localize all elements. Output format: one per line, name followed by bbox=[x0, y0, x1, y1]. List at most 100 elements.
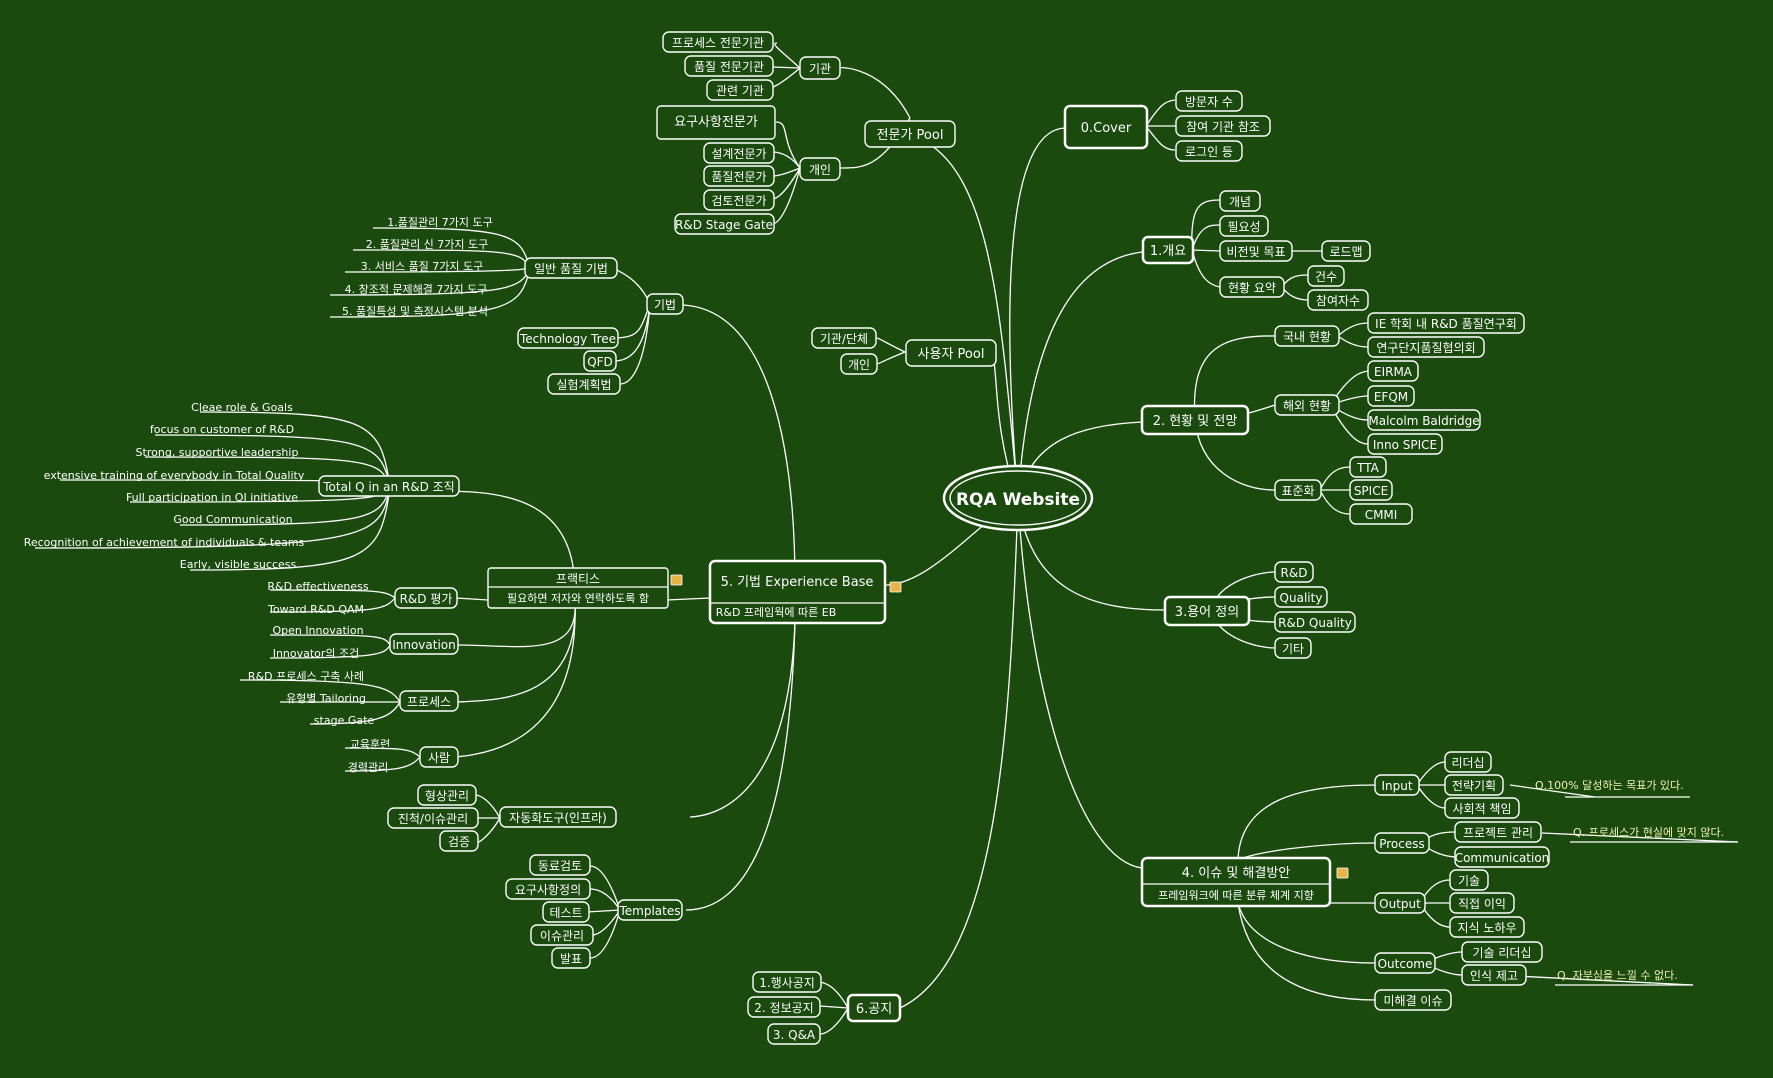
node-box[interactable] bbox=[708, 559, 887, 625]
node-box[interactable] bbox=[1219, 190, 1261, 212]
node-box[interactable] bbox=[517, 327, 619, 349]
node-box[interactable] bbox=[703, 189, 775, 211]
node-box[interactable] bbox=[1444, 751, 1492, 773]
node-box[interactable] bbox=[1449, 916, 1525, 938]
node-box[interactable] bbox=[1349, 479, 1393, 501]
node-box[interactable] bbox=[394, 587, 458, 609]
node-box[interactable] bbox=[1367, 409, 1481, 431]
node-box[interactable] bbox=[1274, 561, 1314, 583]
node-box[interactable] bbox=[551, 947, 591, 969]
node-box[interactable] bbox=[1274, 479, 1322, 501]
node-box[interactable] bbox=[1367, 312, 1525, 334]
node-box[interactable] bbox=[1163, 595, 1251, 627]
node-box[interactable] bbox=[684, 55, 774, 77]
eb-innovation-label: Innovation bbox=[392, 638, 456, 652]
node-box[interactable] bbox=[617, 899, 683, 921]
node-box[interactable] bbox=[1274, 611, 1356, 633]
node-box[interactable] bbox=[1219, 215, 1269, 237]
node-box[interactable] bbox=[706, 79, 774, 101]
node-box[interactable] bbox=[1454, 846, 1550, 868]
node-box[interactable] bbox=[1374, 774, 1420, 796]
node-box[interactable] bbox=[1274, 637, 1312, 659]
node-box[interactable] bbox=[389, 633, 459, 655]
node-box[interactable] bbox=[752, 971, 822, 993]
connector-line bbox=[455, 597, 489, 601]
eb-automation-label: 자동화도구(인프라) bbox=[509, 811, 607, 825]
node-box[interactable] bbox=[439, 830, 479, 852]
note-icon[interactable] bbox=[1336, 867, 1349, 879]
node-box[interactable] bbox=[387, 807, 479, 829]
node-box[interactable] bbox=[318, 475, 460, 497]
node-box[interactable] bbox=[1321, 240, 1371, 262]
node-box[interactable] bbox=[1444, 797, 1520, 819]
node-box[interactable] bbox=[703, 165, 775, 187]
node-box[interactable] bbox=[505, 878, 591, 900]
node-box[interactable] bbox=[524, 257, 618, 279]
node-box[interactable] bbox=[417, 784, 477, 806]
node-box[interactable] bbox=[840, 353, 878, 375]
node-box[interactable] bbox=[1274, 394, 1340, 416]
node-box[interactable] bbox=[530, 924, 594, 946]
node-box[interactable] bbox=[1374, 952, 1436, 974]
node-box[interactable] bbox=[1461, 964, 1527, 986]
node-box[interactable] bbox=[1461, 941, 1543, 963]
node-box[interactable] bbox=[1219, 240, 1293, 262]
node-box[interactable] bbox=[1349, 503, 1413, 525]
node-box[interactable] bbox=[1449, 869, 1489, 891]
center-node[interactable]: RQA Website bbox=[942, 464, 1094, 532]
node-box[interactable] bbox=[419, 746, 459, 768]
node-box[interactable] bbox=[646, 293, 684, 315]
node-box[interactable] bbox=[1367, 385, 1415, 407]
node-box[interactable] bbox=[1374, 892, 1426, 914]
node-box[interactable] bbox=[1454, 821, 1542, 843]
node-box[interactable] bbox=[864, 120, 956, 148]
expert-org-label: 기관 bbox=[809, 62, 831, 76]
node-box[interactable] bbox=[1175, 90, 1243, 112]
node-box[interactable] bbox=[767, 1023, 821, 1045]
node-box[interactable] bbox=[1367, 336, 1485, 358]
node-box[interactable] bbox=[1449, 892, 1515, 914]
terms-item: Quality bbox=[1280, 591, 1323, 605]
node-box[interactable] bbox=[905, 339, 997, 367]
eb-templates-item: 동료검토 bbox=[538, 859, 582, 873]
node-box[interactable] bbox=[747, 996, 821, 1018]
connector-line bbox=[1191, 249, 1221, 288]
connector-line bbox=[309, 701, 401, 725]
node-box[interactable] bbox=[1219, 276, 1285, 298]
node-box[interactable] bbox=[1141, 235, 1195, 265]
node-box[interactable] bbox=[1274, 325, 1340, 347]
node-box[interactable] bbox=[487, 567, 669, 609]
node-box[interactable] bbox=[1140, 404, 1250, 436]
note-icon[interactable] bbox=[889, 581, 902, 593]
center-ellipse bbox=[949, 470, 1087, 526]
node-box[interactable] bbox=[1367, 360, 1419, 382]
node-box[interactable] bbox=[1140, 856, 1332, 908]
node-box[interactable] bbox=[1349, 456, 1387, 478]
node-box[interactable] bbox=[703, 142, 775, 164]
node-box[interactable] bbox=[583, 350, 617, 372]
node-box[interactable] bbox=[1374, 832, 1430, 854]
node-box[interactable] bbox=[1374, 989, 1452, 1011]
node-box[interactable] bbox=[542, 901, 590, 923]
node-box[interactable] bbox=[1063, 104, 1149, 150]
node-box[interactable] bbox=[1367, 433, 1443, 455]
node-box[interactable] bbox=[1307, 265, 1345, 287]
node-box[interactable] bbox=[1307, 289, 1369, 311]
node-box[interactable] bbox=[1175, 115, 1271, 137]
node-box[interactable] bbox=[399, 690, 459, 712]
node-box[interactable] bbox=[674, 213, 775, 235]
node-box[interactable] bbox=[846, 993, 902, 1023]
node-box[interactable] bbox=[547, 373, 621, 395]
note-icon[interactable] bbox=[670, 574, 683, 586]
node-box[interactable] bbox=[799, 56, 841, 80]
node-box[interactable] bbox=[1274, 586, 1328, 608]
connector-line bbox=[269, 589, 396, 599]
node-box[interactable] bbox=[662, 31, 774, 53]
node-box[interactable] bbox=[499, 806, 617, 828]
node-box[interactable] bbox=[1444, 774, 1504, 796]
node-box[interactable] bbox=[799, 157, 841, 181]
node-box[interactable] bbox=[529, 854, 591, 876]
node-box[interactable] bbox=[1175, 140, 1243, 162]
node-box[interactable] bbox=[656, 105, 776, 140]
node-box[interactable] bbox=[811, 327, 877, 349]
